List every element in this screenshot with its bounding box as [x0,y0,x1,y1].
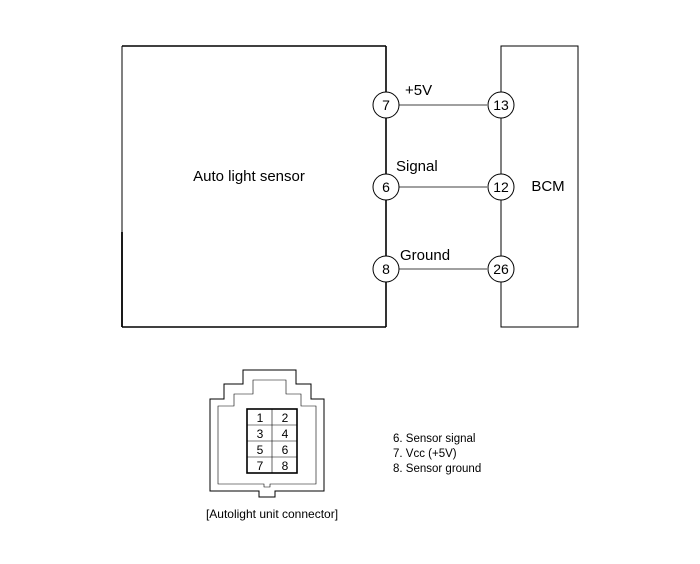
sensor-pin-8-label: 8 [382,261,390,277]
connector-pin-2: 2 [282,411,289,425]
bcm-pin-13 [487,91,515,119]
connector-pin-6: 6 [282,443,289,457]
connector-pin-4: 4 [282,427,289,441]
connector-caption: [Autolight unit connector] [206,507,338,521]
pin-legend: 6. Sensor signal 7. Vcc (+5V) 8. Sensor … [393,433,481,475]
sensor-pin-6-label: 6 [382,179,390,195]
connector-pin-8: 8 [282,459,289,473]
sensor-label: Auto light sensor [193,168,305,185]
bcm-pin-26-label: 26 [493,261,509,277]
connector-pin-3: 3 [257,427,264,441]
connector-pin-7: 7 [257,459,264,473]
sensor-pin-6 [372,173,400,201]
bcm-pin-12-label: 12 [493,179,509,195]
legend-item-7: 7. Vcc (+5V) [393,448,457,460]
wire-ground: Ground 8 26 [372,247,515,283]
connector-pin-1: 1 [257,411,264,425]
bcm-pin-12 [487,173,515,201]
connector-housing-outer [209,369,325,498]
auto-light-sensor-block: Auto light sensor [121,45,387,328]
connector-pin-5: 5 [257,443,264,457]
sensor-pin-7 [372,91,400,119]
wire-label-ground: Ground [400,247,450,264]
wire-5v: +5V 7 13 [372,82,515,119]
legend-item-6: 6. Sensor signal [393,433,475,445]
connector-housing-inner [217,379,317,488]
wire-label-signal: Signal [396,158,438,175]
bcm-label: BCM [531,178,564,195]
autolight-connector: 1 2 3 4 5 6 7 8 [Autolight unit connecto… [206,369,338,521]
wire-signal: Signal 6 12 [372,158,515,201]
wire-label-5v: +5V [405,82,432,99]
sensor-pin-8 [372,255,400,283]
sensor-pin-7-label: 7 [382,97,390,113]
legend-item-8: 8. Sensor ground [393,463,481,475]
bcm-pin-13-label: 13 [493,97,509,113]
bcm-pin-26 [487,255,515,283]
